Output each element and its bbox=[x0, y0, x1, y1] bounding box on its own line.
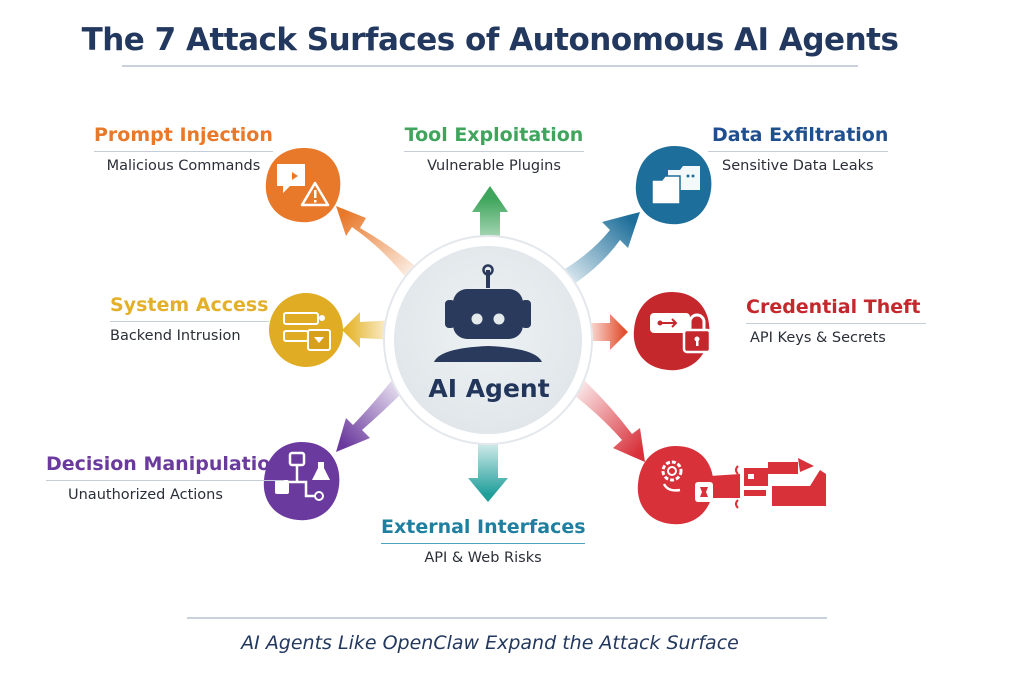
robot-icon bbox=[434, 264, 542, 362]
server-icon bbox=[283, 312, 331, 351]
arrow-data-exfiltration bbox=[555, 212, 640, 290]
surface-title: Prompt Injection bbox=[94, 124, 273, 152]
arrow-external-interfaces bbox=[468, 430, 508, 502]
surface-title: Data Exfiltration bbox=[708, 124, 889, 152]
hub-label: AI Agent bbox=[428, 374, 550, 403]
label-external-interfaces: External Interfaces API & Web Risks bbox=[381, 516, 586, 566]
arrow-unlabeled-surface bbox=[570, 378, 645, 462]
title-divider bbox=[122, 65, 858, 67]
node-credential-theft[interactable] bbox=[633, 292, 712, 371]
surface-subtitle: API & Web Risks bbox=[424, 550, 542, 566]
surface-title: Credential Theft bbox=[746, 296, 927, 324]
label-data-exfiltration: Data Exfiltration Sensitive Data Leaks bbox=[708, 124, 889, 174]
flowchart-icon bbox=[275, 451, 330, 501]
surface-title: System Access bbox=[110, 294, 269, 322]
node-unlabeled-surface[interactable] bbox=[637, 446, 826, 525]
arrow-decision-manipulation bbox=[336, 375, 410, 452]
arrow-prompt-injection bbox=[336, 206, 420, 283]
surface-subtitle: API Keys & Secrets bbox=[750, 330, 886, 346]
label-tool-exploitation: Tool Exploitation Vulnerable Plugins bbox=[404, 124, 584, 174]
label-decision-manipulation: Decision Manipulation Unauthorized Actio… bbox=[46, 453, 284, 503]
ai-agent-hub[interactable] bbox=[383, 235, 593, 445]
gear-key-icon bbox=[661, 460, 713, 502]
label-credential-theft: Credential Theft API Keys & Secrets bbox=[746, 296, 927, 346]
label-prompt-injection: Prompt Injection Malicious Commands bbox=[94, 124, 273, 174]
surface-title: External Interfaces bbox=[381, 516, 586, 544]
arrow-system-access bbox=[342, 312, 395, 348]
surface-title: Decision Manipulation bbox=[46, 453, 284, 481]
surface-subtitle: Malicious Commands bbox=[106, 158, 261, 174]
node-decision-manipulation[interactable] bbox=[263, 442, 340, 521]
surface-subtitle: Unauthorized Actions bbox=[68, 487, 223, 503]
chat-warning-icon bbox=[277, 164, 330, 207]
surface-subtitle: Sensitive Data Leaks bbox=[722, 158, 874, 174]
folders-icon bbox=[651, 166, 700, 205]
arrow-credential-theft bbox=[590, 314, 628, 350]
node-prompt-injection[interactable] bbox=[265, 148, 341, 223]
surface-subtitle: Backend Intrusion bbox=[110, 328, 241, 344]
label-system-access: System Access Backend Intrusion bbox=[110, 294, 269, 344]
footer-divider bbox=[187, 617, 827, 619]
hacker-tool-icon bbox=[735, 458, 826, 509]
page-title: The 7 Attack Surfaces of Autonomous AI A… bbox=[81, 22, 899, 58]
surface-subtitle: Vulnerable Plugins bbox=[427, 158, 561, 174]
key-lock-icon bbox=[650, 313, 712, 354]
node-system-access[interactable] bbox=[269, 293, 343, 367]
surface-title: Tool Exploitation bbox=[404, 124, 584, 152]
footer-caption: AI Agents Like OpenClaw Expand the Attac… bbox=[241, 632, 739, 654]
node-data-exfiltration[interactable] bbox=[635, 146, 712, 225]
